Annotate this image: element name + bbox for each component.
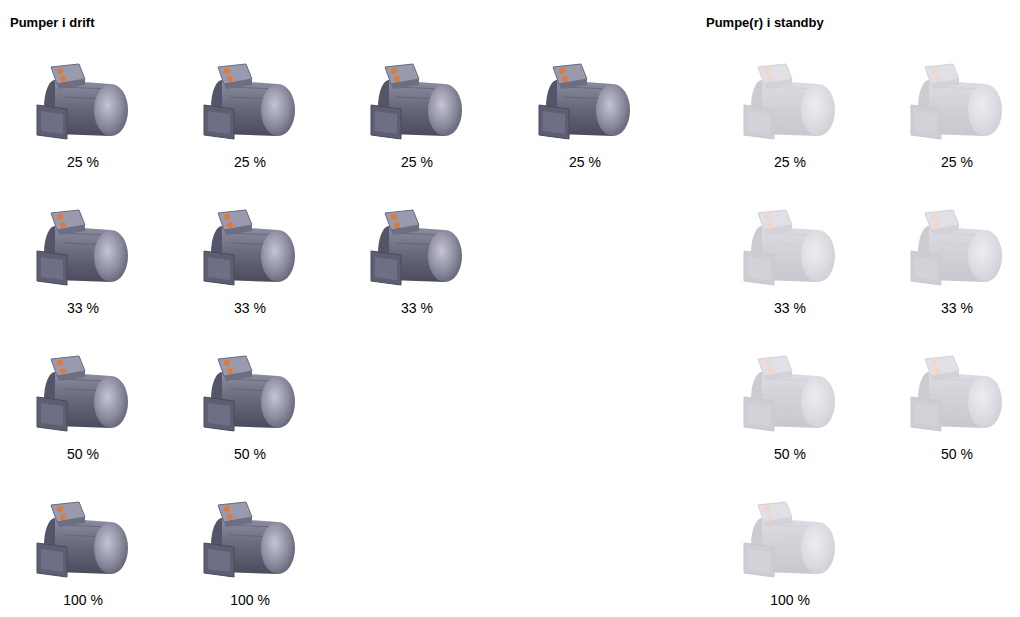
- pump-capacity-label: 33 %: [23, 300, 143, 316]
- running-pump-icon: [190, 495, 310, 585]
- standby-pump-icon: [730, 203, 850, 293]
- pump-node: 33 %: [23, 203, 143, 321]
- pump-node: 33 %: [897, 203, 1017, 321]
- standby-pump-icon: [730, 495, 850, 585]
- pump-node: 33 %: [730, 203, 850, 321]
- pump-capacity-label: 25 %: [190, 154, 310, 170]
- standby-pump-icon: [897, 203, 1017, 293]
- pump-node: 100 %: [730, 495, 850, 613]
- pump-node: 25 %: [23, 57, 143, 175]
- running-pump-icon: [190, 57, 310, 147]
- pump-node: 50 %: [730, 349, 850, 467]
- running-pump-icon: [23, 349, 143, 439]
- pump-capacity-label: 100 %: [730, 592, 850, 608]
- pump-node: 100 %: [23, 495, 143, 613]
- pump-capacity-label: 50 %: [730, 446, 850, 462]
- pump-capacity-label: 25 %: [23, 154, 143, 170]
- pump-node: 50 %: [190, 349, 310, 467]
- running-pump-icon: [190, 203, 310, 293]
- running-pump-icon: [357, 57, 477, 147]
- pump-node: 33 %: [357, 203, 477, 321]
- pump-node: 50 %: [897, 349, 1017, 467]
- standby-pump-icon: [730, 349, 850, 439]
- standby-pump-icon: [730, 57, 850, 147]
- pump-capacity-label: 100 %: [190, 592, 310, 608]
- group-heading: Pumpe(r) i standby: [706, 15, 824, 30]
- pump-node: 25 %: [357, 57, 477, 175]
- pump-capacity-label: 33 %: [357, 300, 477, 316]
- pump-capacity-label: 33 %: [730, 300, 850, 316]
- standby-pump-icon: [897, 349, 1017, 439]
- pump-capacity-label: 25 %: [357, 154, 477, 170]
- pump-capacity-label: 50 %: [23, 446, 143, 462]
- running-pump-icon: [357, 203, 477, 293]
- pump-node: 25 %: [190, 57, 310, 175]
- standby-pump-icon: [897, 57, 1017, 147]
- pump-node: 25 %: [897, 57, 1017, 175]
- pump-node: 25 %: [730, 57, 850, 175]
- pump-capacity-label: 33 %: [897, 300, 1017, 316]
- running-pump-icon: [23, 203, 143, 293]
- pump-capacity-label: 50 %: [190, 446, 310, 462]
- running-pump-icon: [190, 349, 310, 439]
- pump-node: 50 %: [23, 349, 143, 467]
- pump-capacity-label: 25 %: [897, 154, 1017, 170]
- pump-node: 100 %: [190, 495, 310, 613]
- running-pump-icon: [23, 495, 143, 585]
- group-heading: Pumper i drift: [10, 15, 95, 30]
- pump-node: 33 %: [190, 203, 310, 321]
- running-pump-icon: [23, 57, 143, 147]
- running-pump-icon: [525, 57, 645, 147]
- pump-capacity-label: 100 %: [23, 592, 143, 608]
- pump-capacity-label: 25 %: [730, 154, 850, 170]
- pump-capacity-label: 50 %: [897, 446, 1017, 462]
- pump-node: 25 %: [525, 57, 645, 175]
- pump-capacity-label: 33 %: [190, 300, 310, 316]
- pump-capacity-label: 25 %: [525, 154, 645, 170]
